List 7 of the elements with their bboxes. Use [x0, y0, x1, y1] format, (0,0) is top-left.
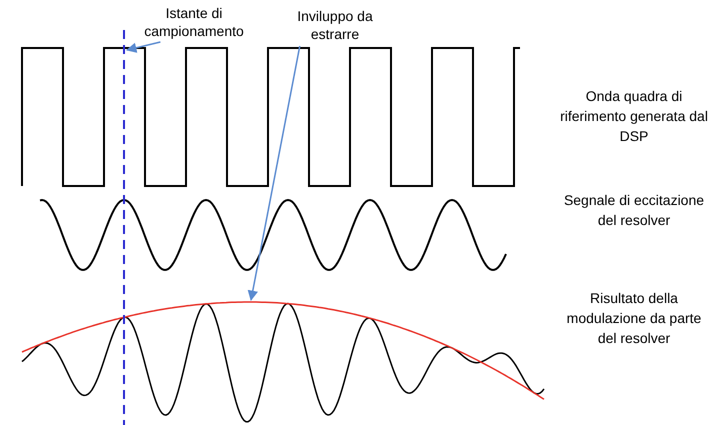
- callout-text: Istante di campionamento: [143, 4, 245, 40]
- signal-label: Onda quadra di riferimento generata dal DSP: [560, 87, 708, 146]
- callout-text: Inviluppo da estrarre: [296, 7, 374, 43]
- leader-arrow: [126, 41, 161, 53]
- signal-label: Segnale di eccitazione del resolver: [562, 191, 706, 230]
- leader-arrow: [248, 46, 301, 302]
- signal-label: Risultato della modulazione da parte del resolver: [566, 289, 702, 348]
